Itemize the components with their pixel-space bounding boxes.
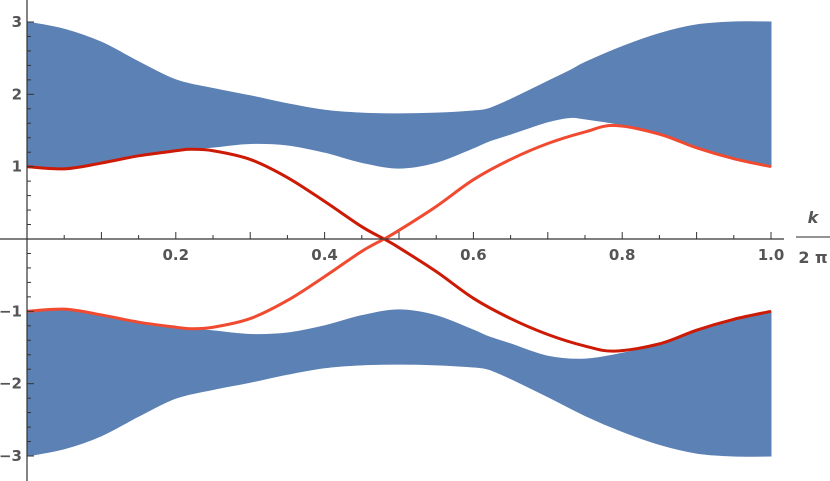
lower-band [26, 308, 772, 457]
axis-ticks: 0.2 0.4 0.6 0.8 1.0 3 2 1 −1 −2 −3 [0, 13, 784, 465]
y-tick-label: −3 [0, 447, 22, 465]
y-tick-label: −2 [0, 375, 22, 393]
x-tick-label: 0.8 [609, 246, 636, 264]
upper-band [26, 21, 772, 170]
x-axis-label-numerator: k [808, 208, 820, 227]
y-tick-label: −1 [0, 302, 22, 320]
x-tick-label: 1.0 [758, 246, 785, 264]
x-tick-label: 0.4 [311, 246, 338, 264]
x-axis-label: k 2 π [796, 208, 830, 267]
x-tick-label: 0.6 [460, 246, 487, 264]
x-tick-label: 0.2 [163, 246, 190, 264]
y-tick-label: 1 [12, 158, 22, 176]
x-axis-label-denominator: 2 π [798, 248, 827, 267]
y-tick-label: 3 [12, 13, 22, 31]
y-tick-label: 2 [12, 85, 22, 103]
